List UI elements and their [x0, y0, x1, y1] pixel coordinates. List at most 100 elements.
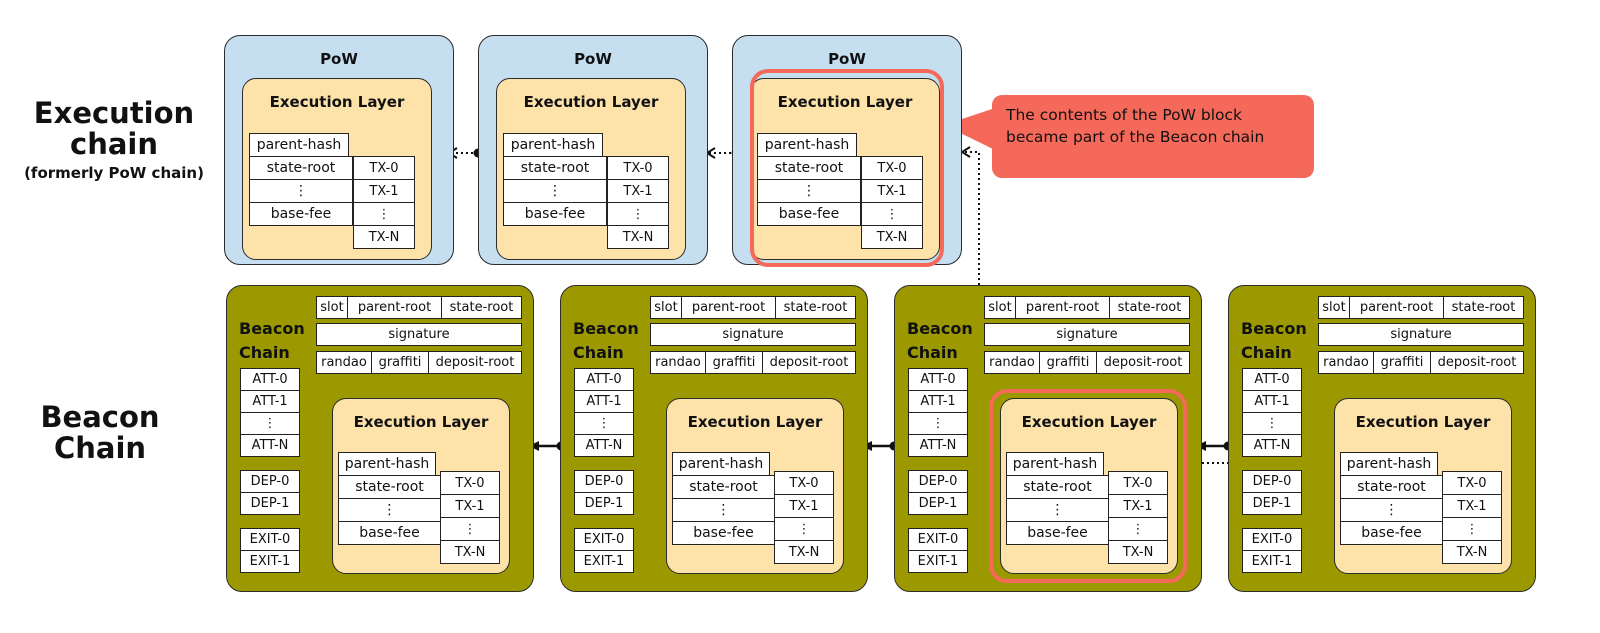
att-0: ATT-0: [908, 368, 968, 391]
pow-block-3: PoW Execution Layer parent-hash state-ro…: [732, 35, 962, 265]
beacon-field-randao: randao: [316, 351, 372, 374]
att-1: ATT-1: [574, 390, 634, 413]
tx-1: TX-1: [861, 179, 923, 203]
exec-field-state-root: state-root: [503, 156, 607, 180]
beacon-field-slot: slot: [650, 296, 682, 319]
beacon-field-deposit-root: deposit-root: [1096, 351, 1190, 374]
exec-field-state-root: state-root: [1340, 475, 1443, 499]
exec-field-state-root: state-root: [249, 156, 353, 180]
dep-1: DEP-1: [240, 492, 300, 515]
beacon-block-2: Beacon Chain slot parent-root state-root…: [560, 285, 868, 592]
execution-layer: Execution Layer parent-hash state-root ⋮…: [750, 78, 940, 260]
execution-layer-title: Execution Layer: [687, 413, 823, 431]
tx-n: TX-N: [1108, 540, 1168, 564]
tx-n: TX-N: [774, 540, 834, 564]
pow-block-1: PoW Execution Layer parent-hash state-ro…: [224, 35, 454, 265]
exec-field-state-root: state-root: [338, 475, 441, 499]
exec-field-ellipsis: ⋮: [503, 179, 607, 203]
beacon-field-parent-root: parent-root: [1349, 296, 1444, 319]
tx-0: TX-0: [774, 471, 834, 495]
tx-0: TX-0: [440, 471, 500, 495]
beacon-field-deposit-root: deposit-root: [1430, 351, 1524, 374]
pow-block-2: PoW Execution Layer parent-hash state-ro…: [478, 35, 708, 265]
att-ellipsis: ⋮: [240, 412, 300, 435]
exec-field-state-root: state-root: [1006, 475, 1109, 499]
beacon-block-1: Beacon Chain slot parent-root state-root…: [226, 285, 534, 592]
tx-0: TX-0: [353, 156, 415, 180]
tx-1: TX-1: [440, 494, 500, 518]
tx-1: TX-1: [607, 179, 669, 203]
tx-n: TX-N: [861, 225, 923, 249]
execution-layer: Execution Layer parent-hash state-root ⋮…: [666, 398, 844, 574]
beacon-field-state-root: state-root: [1109, 296, 1190, 319]
beacon-field-graffiti: graffiti: [1039, 351, 1097, 374]
dep-0: DEP-0: [908, 470, 968, 493]
att-0: ATT-0: [574, 368, 634, 391]
beacon-block-title: Beacon Chain: [1241, 319, 1307, 362]
execution-chain-title: Execution chain: [33, 96, 195, 162]
exit-0: EXIT-0: [574, 528, 634, 551]
exit-1: EXIT-1: [574, 550, 634, 573]
execution-layer: Execution Layer parent-hash state-root ⋮…: [1334, 398, 1512, 574]
beacon-block-4: Beacon Chain slot parent-root state-root…: [1228, 285, 1536, 592]
att-n: ATT-N: [1242, 434, 1302, 457]
execution-layer: Execution Layer parent-hash state-root ⋮…: [496, 78, 686, 260]
tx-1: TX-1: [353, 179, 415, 203]
beacon-field-parent-root: parent-root: [347, 296, 442, 319]
beacon-field-slot: slot: [316, 296, 348, 319]
tx-0: TX-0: [1442, 471, 1502, 495]
beacon-block-3: Beacon Chain slot parent-root state-root…: [894, 285, 1202, 592]
exec-field-parent-hash: parent-hash: [757, 133, 857, 157]
beacon-field-graffiti: graffiti: [1373, 351, 1431, 374]
beacon-field-graffiti: graffiti: [371, 351, 429, 374]
highlight-pow-execution-layer: [750, 69, 944, 267]
exec-field-parent-hash: parent-hash: [1340, 452, 1438, 476]
exit-1: EXIT-1: [908, 550, 968, 573]
att-1: ATT-1: [1242, 390, 1302, 413]
execution-layer: Execution Layer parent-hash state-root ⋮…: [332, 398, 510, 574]
beacon-field-signature: signature: [1318, 323, 1524, 346]
exec-field-base-fee: base-fee: [249, 202, 353, 226]
exec-field-parent-hash: parent-hash: [503, 133, 603, 157]
tx-ellipsis: ⋮: [1108, 517, 1168, 541]
tx-0: TX-0: [607, 156, 669, 180]
beacon-field-parent-root: parent-root: [1015, 296, 1110, 319]
exec-field-ellipsis: ⋮: [1006, 498, 1109, 522]
exec-field-state-root: state-root: [672, 475, 775, 499]
execution-layer-title: Execution Layer: [523, 93, 659, 111]
exit-0: EXIT-0: [908, 528, 968, 551]
beacon-field-randao: randao: [1318, 351, 1374, 374]
execution-layer-title: Execution Layer: [1355, 413, 1491, 431]
tx-0: TX-0: [1108, 471, 1168, 495]
dep-0: DEP-0: [574, 470, 634, 493]
pow-block-title: PoW: [828, 50, 866, 68]
att-0: ATT-0: [240, 368, 300, 391]
beacon-field-slot: slot: [984, 296, 1016, 319]
att-n: ATT-N: [908, 434, 968, 457]
tx-n: TX-N: [607, 225, 669, 249]
dep-0: DEP-0: [240, 470, 300, 493]
beacon-field-state-root: state-root: [441, 296, 522, 319]
beacon-field-state-root: state-root: [775, 296, 856, 319]
beacon-block-title: Beacon Chain: [573, 319, 639, 362]
beacon-field-randao: randao: [650, 351, 706, 374]
beacon-field-signature: signature: [650, 323, 856, 346]
callout-line-1: The contents of the PoW block: [1006, 106, 1242, 124]
beacon-block-title: Beacon Chain: [239, 319, 305, 362]
exit-1: EXIT-1: [1242, 550, 1302, 573]
beacon-field-deposit-root: deposit-root: [762, 351, 856, 374]
exec-field-base-fee: base-fee: [1340, 521, 1443, 545]
execution-chain-label: Execution chain (formerly PoW chain): [18, 96, 210, 182]
execution-chain-subtitle: (formerly PoW chain): [24, 163, 204, 182]
att-1: ATT-1: [240, 390, 300, 413]
att-0: ATT-0: [1242, 368, 1302, 391]
exec-field-parent-hash: parent-hash: [338, 452, 436, 476]
beacon-field-state-root: state-root: [1443, 296, 1524, 319]
att-ellipsis: ⋮: [574, 412, 634, 435]
tx-ellipsis: ⋮: [440, 517, 500, 541]
beacon-chain-row-title: Beacon Chain: [40, 400, 160, 466]
callout-line-2: became part of the Beacon chain: [1006, 128, 1265, 146]
exec-field-state-root: state-root: [757, 156, 861, 180]
execution-layer-title: Execution Layer: [777, 93, 913, 111]
tx-1: TX-1: [774, 494, 834, 518]
